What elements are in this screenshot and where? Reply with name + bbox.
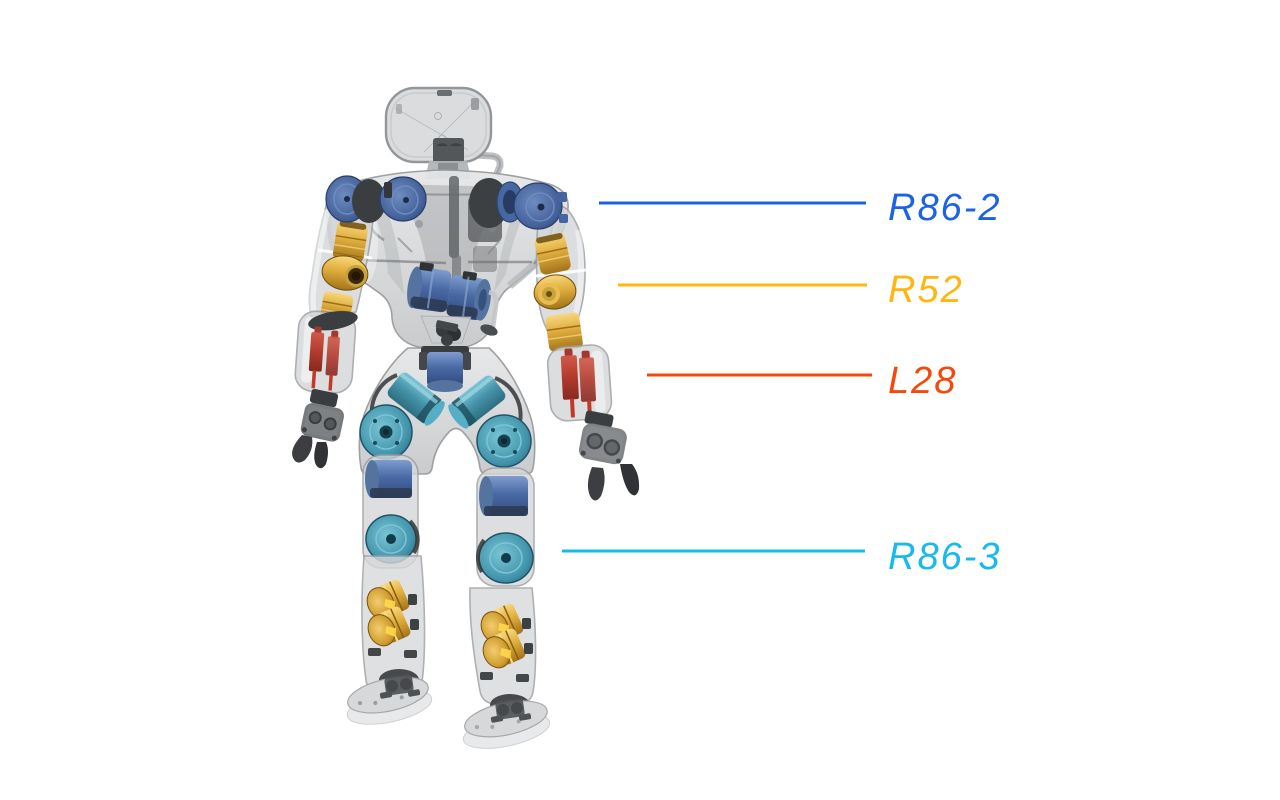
svg-text:R86-3: R86-3 <box>888 536 1002 578</box>
svg-text:R86-2: R86-2 <box>888 187 1002 229</box>
svg-text:R52: R52 <box>888 269 964 311</box>
svg-text:L28: L28 <box>888 360 957 402</box>
